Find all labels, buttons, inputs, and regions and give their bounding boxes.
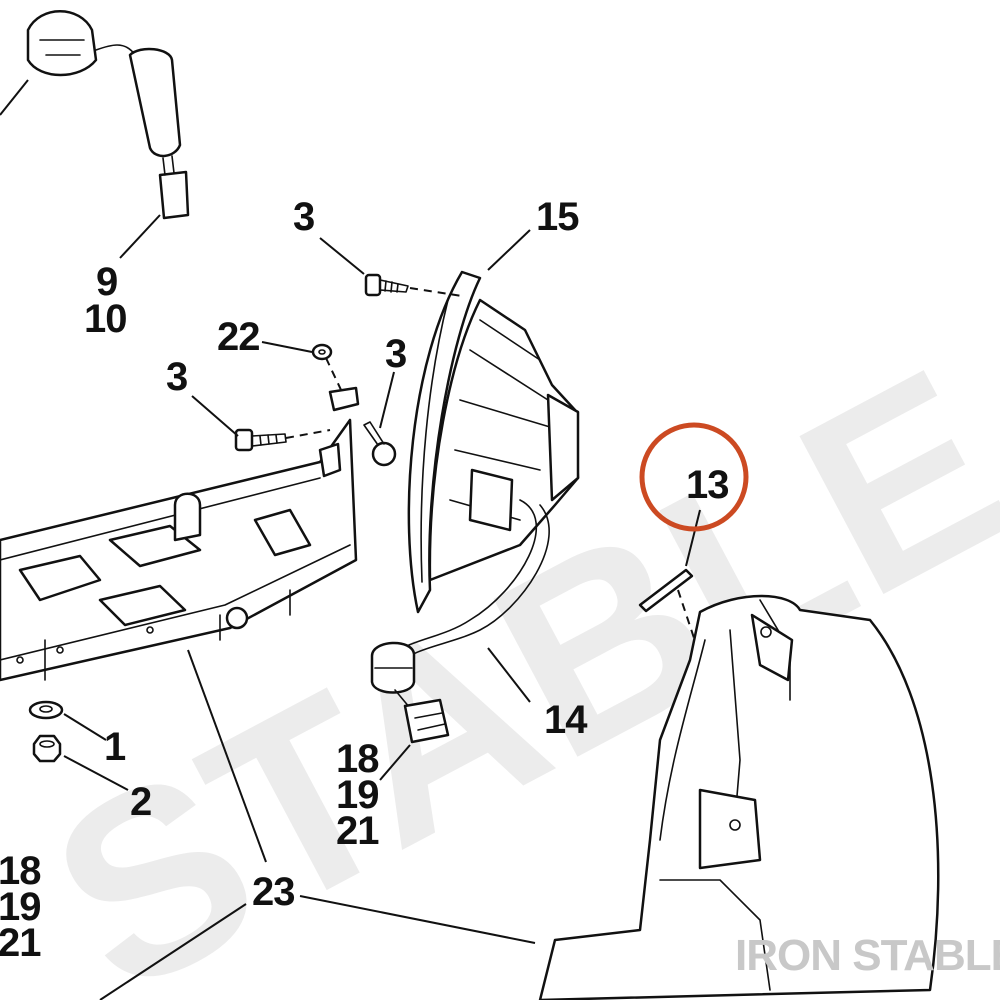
callout-23: 23 <box>252 870 295 914</box>
fairing-panel <box>538 594 940 1000</box>
screw-top <box>364 273 409 297</box>
screw-left <box>234 428 287 452</box>
highlight-ring <box>639 422 749 532</box>
small-washer <box>311 343 333 361</box>
callout-15: 15 <box>536 195 579 239</box>
callout-21-left: 21 <box>0 921 41 965</box>
mounting-bracket <box>0 386 360 682</box>
washer <box>28 700 64 720</box>
callout-18-left: 18 <box>0 849 41 893</box>
screw-right <box>363 421 397 467</box>
callout-labels: 3 15 9 10 22 3 3 13 14 1 2 18 19 21 18 1… <box>0 195 730 965</box>
callout-22: 22 <box>217 315 260 359</box>
assembly-paths <box>285 287 695 639</box>
brand-watermark: IRON STABLE <box>735 931 1000 980</box>
callout-13: 13 <box>686 463 729 507</box>
callout-19-center: 19 <box>336 773 379 817</box>
sensor-assembly <box>26 10 190 220</box>
callout-1: 1 <box>104 725 126 769</box>
headlamp-unit <box>407 270 580 614</box>
callout-21-center: 21 <box>336 809 379 853</box>
trim-strip <box>638 568 694 613</box>
callout-3-top: 3 <box>293 195 314 239</box>
callout-19-left: 19 <box>0 885 41 929</box>
callout-2: 2 <box>130 780 151 824</box>
leader-lines <box>0 79 701 1000</box>
callout-3-left: 3 <box>166 355 187 399</box>
callout-9: 9 <box>96 260 117 304</box>
callout-3-right: 3 <box>385 332 406 376</box>
nut <box>32 734 62 763</box>
wiring-harness <box>370 499 550 744</box>
callout-10: 10 <box>84 297 127 341</box>
callout-14: 14 <box>544 698 588 742</box>
callout-18-center: 18 <box>336 737 379 781</box>
